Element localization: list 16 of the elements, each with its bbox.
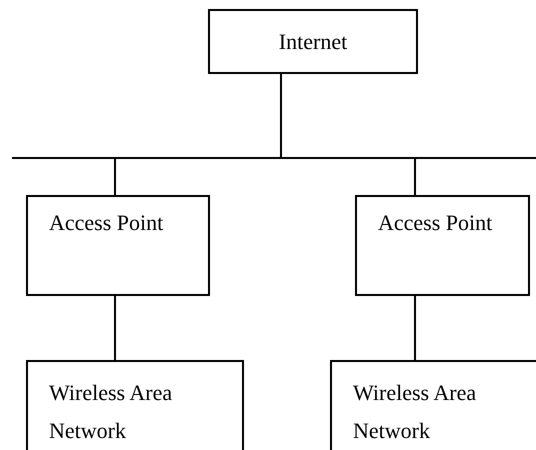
connector-line <box>114 159 116 195</box>
box-label: Access Point <box>378 209 494 237</box>
box-label: Internet <box>278 28 348 56</box>
connector-line <box>414 296 416 360</box>
connector-line <box>414 159 416 195</box>
process-box <box>26 195 210 296</box>
connector-line <box>114 296 116 360</box>
box-label: Access Point <box>49 209 164 237</box>
connector-line <box>280 74 282 157</box>
bus-line <box>12 157 536 159</box>
box-label: Wireless Area Network <box>353 379 478 445</box>
process-box <box>355 195 530 296</box>
process-box <box>208 9 418 74</box>
box-label: Wireless Area Network <box>49 379 174 445</box>
process-box <box>26 360 244 450</box>
process-box <box>330 360 536 450</box>
